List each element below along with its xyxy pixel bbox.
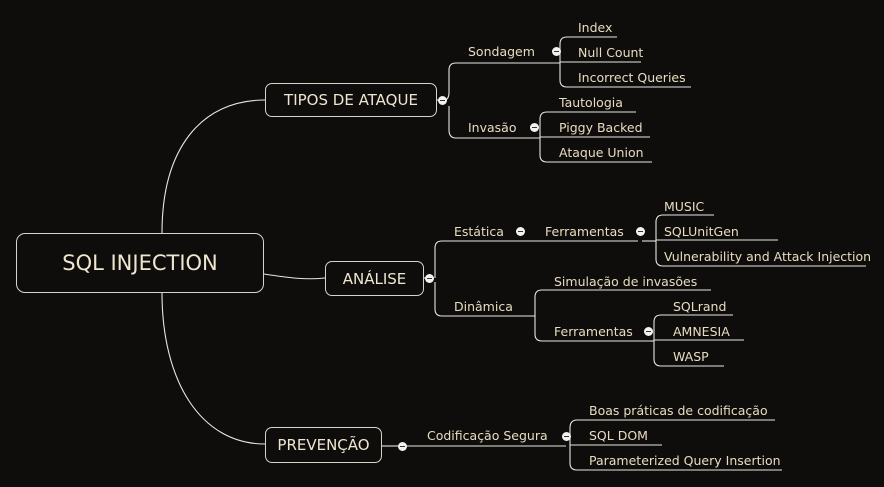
prevencao-item-parameterized-query[interactable]: Parameterized Query Insertion [589,453,781,468]
tool-sqlunitgen[interactable]: SQLUnitGen [664,224,739,239]
branch-prevencao-node[interactable]: PREVENÇÃO [265,427,382,463]
collapse-toggle-icon[interactable] [516,227,525,236]
dinamica-ferramentas-label[interactable]: Ferramentas [554,324,633,339]
dinamica-label[interactable]: Dinâmica [454,299,513,314]
estatica-label[interactable]: Estática [454,224,504,239]
codificacao-segura-label[interactable]: Codificação Segura [427,428,548,443]
collapse-toggle-icon[interactable] [398,442,407,451]
collapse-toggle-icon[interactable] [552,47,561,56]
estatica-ferramentas-label[interactable]: Ferramentas [545,224,624,239]
tool-wasp[interactable]: WASP [673,349,709,364]
collapse-toggle-icon[interactable] [530,123,539,132]
invasao-label[interactable]: Invasão [468,120,517,135]
collapse-toggle-icon[interactable] [636,227,645,236]
branch-tipos-label: TIPOS DE ATAQUE [284,91,418,109]
invasao-item-piggy-backed[interactable]: Piggy Backed [559,120,643,135]
collapse-toggle-icon[interactable] [438,96,447,105]
collapse-toggle-icon[interactable] [425,274,434,283]
branch-prevencao-label: PREVENÇÃO [277,436,370,454]
invasao-item-tautologia[interactable]: Tautologia [559,95,623,110]
sondagem-item-null-count[interactable]: Null Count [578,45,644,60]
tool-vulnerability-attack-injection[interactable]: Vulnerability and Attack Injection [664,249,872,264]
prevencao-item-boas-praticas[interactable]: Boas práticas de codificação [589,403,768,418]
invasao-item-ataque-union[interactable]: Ataque Union [559,145,644,160]
sondagem-item-index[interactable]: Index [578,20,613,35]
sondagem-label[interactable]: Sondagem [468,44,535,59]
collapse-toggle-icon[interactable] [562,432,571,441]
branch-tipos-node[interactable]: TIPOS DE ATAQUE [265,83,437,117]
tool-sqlrand[interactable]: SQLrand [673,299,727,314]
branch-analise-label: ANÁLISE [342,269,407,288]
branch-analise-node[interactable]: ANÁLISE [325,261,424,296]
sondagem-item-incorrect-queries[interactable]: Incorrect Queries [578,70,686,85]
prevencao-item-sql-dom[interactable]: SQL DOM [589,428,648,443]
collapse-toggle-icon[interactable] [644,327,653,336]
simulacao-label[interactable]: Simulação de invasões [554,274,698,289]
tool-music[interactable]: MUSIC [664,199,705,214]
root-label: SQL INJECTION [62,251,218,275]
root-node[interactable]: SQL INJECTION [16,233,264,293]
tool-amnesia[interactable]: AMNESIA [673,324,730,339]
